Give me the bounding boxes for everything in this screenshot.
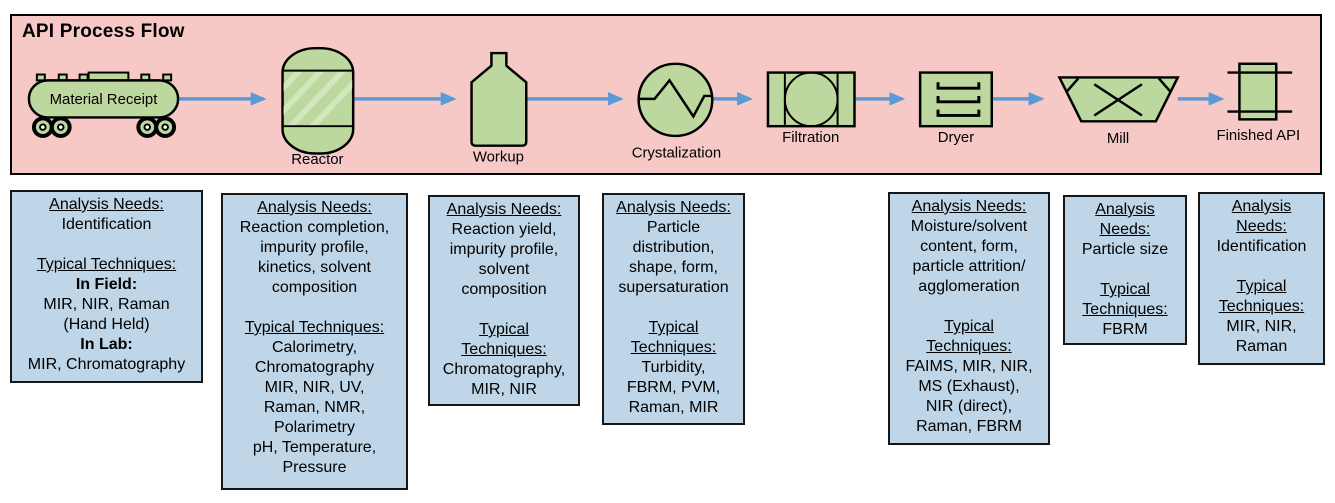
section-gap: [14, 235, 199, 255]
reactor-vessel-icon: [281, 46, 355, 155]
process-flow-diagram: Material Receipt Reactor Workup Crystali…: [27, 46, 1300, 168]
finished-api-icon: [1227, 62, 1293, 121]
analysis-box-dryer: Analysis Needs: Moisture/solvent content…: [888, 192, 1050, 445]
analysis-needs-heading: Analysis Needs:: [1095, 201, 1155, 238]
in-field-text: MIR, NIR, Raman (Hand Held): [43, 296, 170, 333]
analysis-box-workup: Analysis Needs: Reaction yield, impurity…: [428, 195, 580, 406]
step-label-filtration: Filtration: [782, 130, 839, 146]
crystallizer-icon: [637, 62, 714, 138]
in-field-label: In Field:: [75, 276, 138, 293]
mill-icon: [1057, 76, 1180, 123]
analysis-needs-text: Reaction completion, impurity profile, k…: [239, 219, 390, 296]
in-lab-text: MIR, Chromatography: [27, 356, 186, 373]
section-gap: [892, 297, 1046, 317]
step-label-mill: Mill: [1107, 131, 1129, 147]
typical-techniques-text: Turbidity, FBRM, PVM, Raman, MIR: [626, 359, 721, 416]
section-gap: [1067, 260, 1183, 280]
step-label-finished-api: Finished API: [1216, 128, 1300, 144]
analysis-box-crystalization: Analysis Needs: Particle distribution, s…: [602, 193, 745, 425]
tanker-truck-icon: Material Receipt: [27, 71, 180, 138]
analysis-box-mill: Analysis Needs: Particle size Typical Te…: [1063, 195, 1187, 345]
analysis-needs-heading: Analysis Needs:: [49, 196, 164, 213]
typical-techniques-text: FBRM: [1102, 321, 1148, 338]
analysis-needs-heading: Analysis Needs:: [616, 199, 731, 216]
in-lab-label: In Lab:: [80, 336, 133, 353]
analysis-box-finished-api: Analysis Needs: Identification Typical T…: [1198, 192, 1325, 365]
typical-techniques-text: Chromatography, MIR, NIR: [442, 361, 566, 398]
typical-techniques-heading: Typical Techniques:: [1082, 281, 1168, 318]
analysis-box-material-receipt: Analysis Needs: Identification Typical T…: [10, 190, 203, 383]
typical-techniques-text: FAIMS, MIR, NIR, MS (Exhaust), NIR (dire…: [905, 358, 1033, 435]
filtration-icon: [766, 71, 856, 128]
workup-bottle-icon: [470, 51, 528, 147]
analysis-box-reactor: Analysis Needs: Reaction completion, imp…: [221, 193, 408, 490]
typical-techniques-heading: Typical Techniques:: [926, 318, 1012, 355]
typical-techniques-text: MIR, NIR, Raman: [1226, 318, 1297, 355]
typical-techniques-text: Calorimetry, Chromatography MIR, NIR, UV…: [252, 339, 377, 476]
step-label-material-receipt: Material Receipt: [50, 92, 158, 108]
step-label-crystalization: Crystalization: [632, 146, 721, 162]
typical-techniques-heading: Typical Techniques:: [630, 319, 717, 356]
truck-wheels: [31, 116, 177, 138]
step-label-dryer: Dryer: [938, 130, 975, 146]
typical-techniques-heading: Typical Techniques:: [36, 256, 177, 273]
analysis-needs-heading: Analysis Needs:: [1231, 198, 1292, 235]
section-gap: [606, 298, 741, 318]
section-gap: [225, 298, 404, 318]
analysis-needs-heading: Analysis Needs:: [257, 199, 372, 216]
analysis-needs-text: Moisture/solvent content, form, particle…: [910, 218, 1028, 295]
analysis-needs-text: Reaction yield, impurity profile, solven…: [449, 221, 559, 298]
typical-techniques-heading: Typical Techniques:: [461, 321, 547, 358]
analysis-needs-heading: Analysis Needs:: [911, 198, 1027, 215]
step-label-workup: Workup: [473, 149, 524, 165]
process-flow-banner: Material Receipt Reactor Workup Crystali…: [10, 14, 1322, 175]
analysis-needs-text: Identification: [1216, 238, 1307, 255]
analysis-needs-text: Particle distribution, shape, form, supe…: [618, 219, 729, 296]
typical-techniques-heading: Typical Techniques:: [244, 319, 385, 336]
step-label-reactor: Reactor: [291, 152, 343, 168]
page-title: API Process Flow: [22, 21, 185, 42]
analysis-needs-heading: Analysis Needs:: [446, 201, 562, 218]
typical-techniques-heading: Typical Techniques:: [1218, 278, 1305, 315]
analysis-needs-text: Particle size: [1081, 241, 1169, 258]
section-gap: [432, 300, 576, 320]
analysis-needs-text: Identification: [61, 216, 152, 233]
section-gap: [1202, 257, 1321, 277]
dryer-icon: [918, 71, 993, 128]
